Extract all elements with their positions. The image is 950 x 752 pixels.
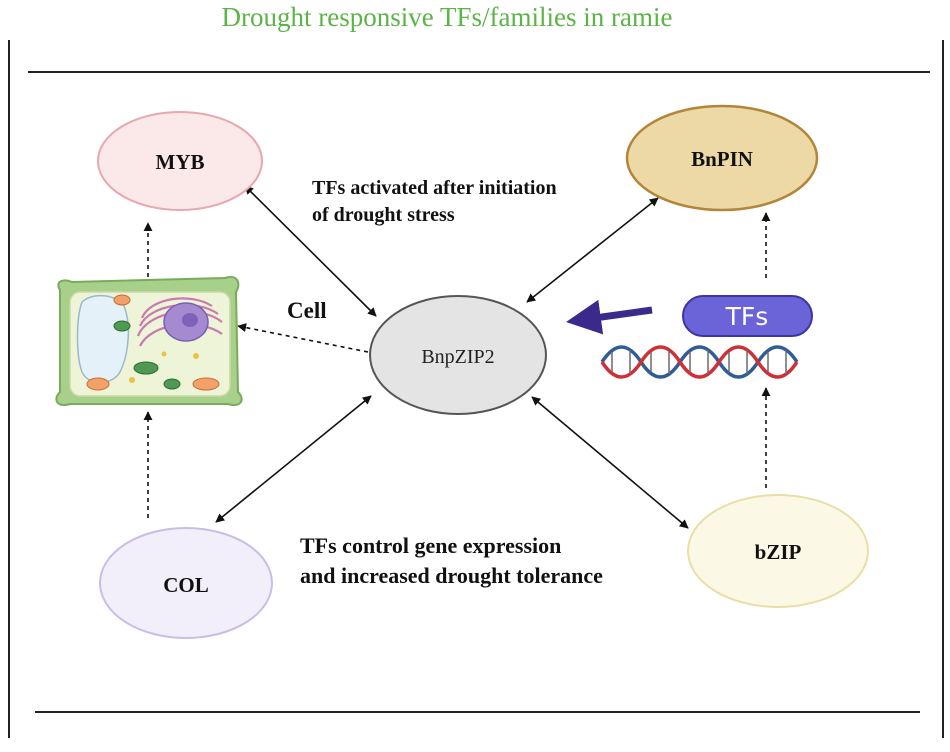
purple-arrow [566,299,653,335]
label-activated-line2: of drought stress [312,204,455,226]
node-col-label: COL [163,573,209,597]
page-title: Drought responsive TFs/families in ramie [222,2,673,32]
node-bnpin: BnPIN [625,104,819,212]
node-myb: MYB [97,111,263,211]
arrow-center-bzip [531,396,689,529]
label-cell: Cell [287,298,327,323]
node-myb-label: MYB [156,150,205,174]
label-control-line1: TFs control gene expression [300,533,561,558]
dashed-arrow-center-cell [237,323,369,353]
arrow-center-col [215,395,372,523]
tfs-pill-label: TFs [725,302,769,331]
node-bzip: bZIP [687,494,869,608]
node-bnpin-label: BnPIN [691,147,753,171]
node-bzip-label: bZIP [755,540,802,564]
node-bnpzip2: BnpZIP2 [369,295,547,415]
arrow-center-bnpin [526,197,659,303]
label-activated-line1: TFs activated after initiation [312,177,557,199]
tfs-pill: TFs [682,295,813,337]
node-col: COL [99,527,273,639]
arrow-center-myb [244,185,377,317]
node-bnpzip2-label: BnpZIP2 [421,346,494,368]
plant-cell-icon [55,276,243,406]
label-control-line2: and increased drought tolerance [300,563,603,588]
dna-helix-icon [600,345,799,379]
